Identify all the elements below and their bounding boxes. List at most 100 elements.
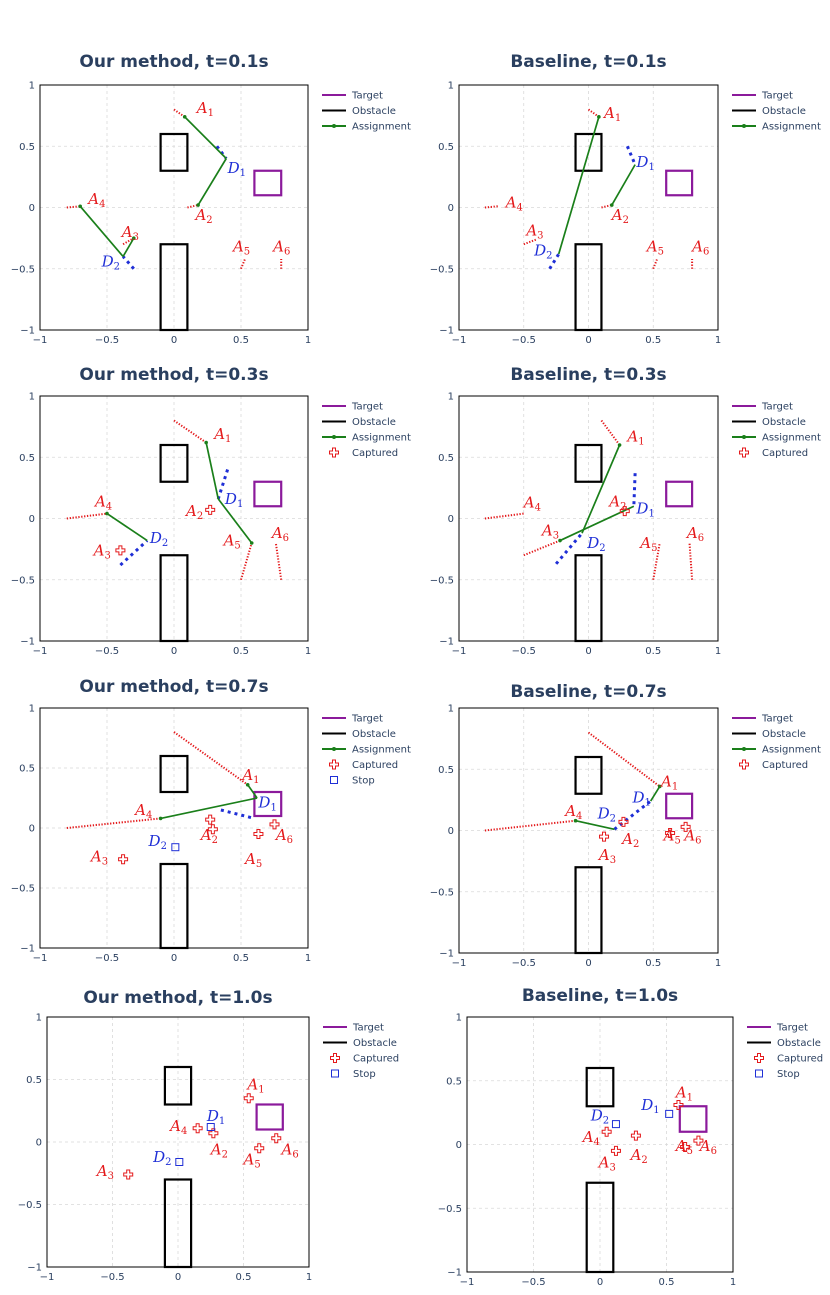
agent-label-index: 6 xyxy=(292,1150,298,1161)
captured-marker xyxy=(680,821,691,832)
agent-label: A4 xyxy=(504,194,523,214)
defender-label-index: 1 xyxy=(237,499,243,510)
agent-trail xyxy=(187,204,199,209)
agent-label-letter: A xyxy=(243,850,256,868)
legend-swatch-captured xyxy=(329,447,339,458)
agent-label-letter: A xyxy=(195,99,208,117)
assignment-marker xyxy=(610,203,614,207)
defender-label-index: 1 xyxy=(648,162,654,173)
agent-label-letter: A xyxy=(698,1137,711,1155)
agent-trail xyxy=(688,542,694,580)
y-tick-label: −1 xyxy=(447,1268,462,1279)
target-rect xyxy=(253,480,283,508)
agent-label-letter: A xyxy=(133,801,146,819)
agent-label: A5 xyxy=(674,1137,693,1157)
agent-label-letter: A xyxy=(270,524,283,542)
agent-label-index: 3 xyxy=(610,855,616,866)
agent-label-letter: A xyxy=(597,846,610,864)
target-rect xyxy=(253,169,283,197)
target-rect xyxy=(678,1105,708,1133)
y-tick-label: 0.5 xyxy=(438,765,454,776)
x-tick-label: −1 xyxy=(33,335,48,346)
assignment-line xyxy=(559,505,635,542)
x-tick-label: −1 xyxy=(452,335,467,346)
agent-label-index: 2 xyxy=(222,1150,228,1161)
agent-label: A4 xyxy=(168,1117,187,1137)
agent-label-letter: A xyxy=(231,238,244,256)
captured-marker xyxy=(601,1126,612,1137)
y-tick-label: 0.5 xyxy=(19,142,35,153)
assignment-line xyxy=(205,442,220,500)
y-tick-label: −1 xyxy=(20,944,35,955)
legend-label-obstacle: Obstacle xyxy=(352,417,396,428)
agent-label-index: 4 xyxy=(106,501,112,512)
captured-marker xyxy=(207,824,218,835)
defender-trail xyxy=(554,532,584,565)
defender-label-letter: D xyxy=(635,500,648,518)
agent-label-letter: A xyxy=(93,492,106,510)
x-tick-label: 0 xyxy=(171,335,177,346)
x-tick-label: 0 xyxy=(597,1277,603,1288)
agent-label: A6 xyxy=(271,238,290,258)
agent-label: A6 xyxy=(698,1137,717,1157)
assignment-line xyxy=(557,116,600,255)
legend-swatch-captured xyxy=(739,759,749,770)
assignment-marker xyxy=(617,443,622,447)
agent-trail xyxy=(484,205,498,209)
y-tick-label: −1 xyxy=(20,637,35,648)
y-tick-label: 0.5 xyxy=(438,453,454,464)
agent-label-index: 3 xyxy=(104,550,110,561)
captured-marker xyxy=(665,827,676,838)
agent-label-index: 5 xyxy=(674,835,680,846)
x-tick-label: −1 xyxy=(452,646,467,657)
obstacle-rect xyxy=(159,862,189,950)
agent-trail xyxy=(484,512,524,520)
agent-label: A5 xyxy=(645,238,664,258)
target-rect xyxy=(665,792,694,820)
obstacle-rect xyxy=(163,1178,193,1269)
target-rect xyxy=(665,480,694,508)
assignment-marker xyxy=(158,816,163,821)
agent-label-letter: A xyxy=(271,238,284,256)
agent-label-index: 2 xyxy=(197,511,203,522)
agent-label-letter: A xyxy=(581,1128,594,1146)
captured-marker xyxy=(192,1123,203,1134)
defender-trail xyxy=(216,469,230,500)
assignment-marker xyxy=(573,818,578,823)
y-tick-label: 0 xyxy=(448,826,454,837)
captured-marker xyxy=(693,1135,704,1146)
obstacle-rect xyxy=(159,554,189,643)
legend-label-target: Target xyxy=(761,402,793,413)
agent-label: A4 xyxy=(133,801,152,821)
defender-label-letter: D xyxy=(152,1148,165,1166)
agent-label-index: 4 xyxy=(576,811,582,822)
legend-swatch-marker xyxy=(742,747,746,751)
agent-label-index: 1 xyxy=(258,1085,264,1096)
x-tick-label: 1 xyxy=(305,953,311,964)
agent-label-letter: A xyxy=(92,541,105,559)
agent-label-index: 5 xyxy=(244,247,250,258)
defender-label: D1 xyxy=(224,490,243,510)
agent-label: A6 xyxy=(279,1141,298,1161)
defender-label-index: 1 xyxy=(240,168,246,179)
agent-label-index: 6 xyxy=(284,247,290,258)
legend-label-captured: Captured xyxy=(762,760,808,771)
obstacle-rect xyxy=(159,754,189,794)
x-tick-label: −0.5 xyxy=(521,1277,545,1288)
agent-label: A3 xyxy=(89,848,108,868)
agent-label-index: 6 xyxy=(698,533,704,544)
legend-label-obstacle: Obstacle xyxy=(762,729,806,740)
defender-label-index: 1 xyxy=(653,1105,659,1116)
agent-label: A3 xyxy=(92,541,111,561)
legend-swatch-captured xyxy=(754,1053,764,1063)
y-tick-label: 1 xyxy=(448,704,454,715)
x-tick-label: 1 xyxy=(730,1277,736,1288)
x-tick-label: −0.5 xyxy=(512,335,536,346)
obstacle-rect xyxy=(163,1065,193,1106)
chart-title: Baseline, t=0.3s xyxy=(510,365,666,385)
defender-label-letter: D xyxy=(597,804,610,822)
agent-label-index: 6 xyxy=(711,1146,717,1157)
assignment-line xyxy=(197,158,227,206)
